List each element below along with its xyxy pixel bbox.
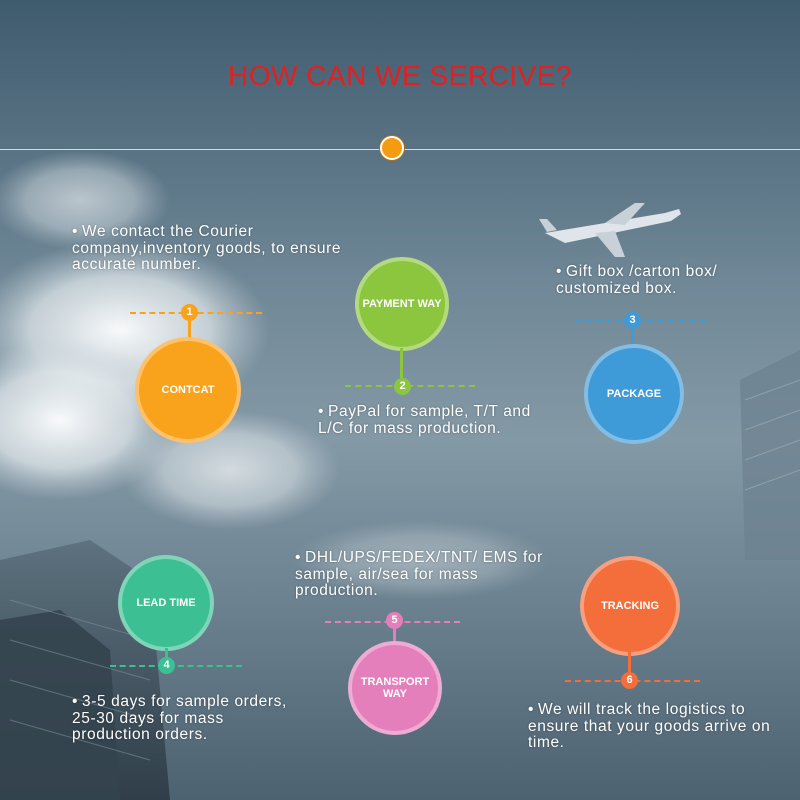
step-4-label: LEAD TIME bbox=[136, 596, 196, 609]
step-3-description: •Gift box /carton box/ customized box. bbox=[556, 263, 718, 297]
step-3-circle: PACKAGE bbox=[584, 344, 684, 444]
step-1-label: CONTCAT bbox=[161, 383, 215, 396]
step-2-number: 2 bbox=[394, 378, 411, 395]
step-6-label: TRACKING bbox=[600, 599, 660, 612]
bullet-icon: • bbox=[556, 263, 563, 280]
page-title: HOW CAN WE SERCIVE? bbox=[228, 60, 572, 91]
step-1-circle: CONTCAT bbox=[135, 337, 241, 443]
step-6-description: •We will track the logistics to ensure t… bbox=[528, 701, 771, 752]
step-2-label: PAYMENT WAY bbox=[362, 297, 442, 310]
step-3-connector bbox=[631, 328, 634, 350]
step-6-number: 6 bbox=[621, 672, 638, 689]
step-2-description: •PayPal for sample, T/T and L/C for mass… bbox=[318, 403, 531, 437]
step-5-number: 5 bbox=[386, 612, 403, 629]
step-5-description: •DHL/UPS/FEDEX/TNT/ EMS for sample, air/… bbox=[295, 549, 543, 600]
step-4-circle: LEAD TIME bbox=[118, 555, 214, 651]
step-4-connector bbox=[165, 648, 168, 658]
bullet-icon: • bbox=[318, 403, 325, 420]
bullet-icon: • bbox=[72, 223, 79, 240]
step-5-connector bbox=[393, 629, 396, 647]
step-6-connector bbox=[628, 652, 631, 672]
step-2-circle: PAYMENT WAY bbox=[355, 257, 449, 351]
step-3-number: 3 bbox=[624, 312, 641, 329]
airplane-icon bbox=[539, 203, 681, 257]
step-4-dashed-line bbox=[110, 665, 242, 667]
step-1-number: 1 bbox=[181, 304, 198, 321]
bullet-icon: • bbox=[528, 701, 535, 718]
step-5-circle: TRANSPORT WAY bbox=[348, 641, 442, 735]
step-4-description: •3-5 days for sample orders, 25-30 days … bbox=[72, 693, 287, 744]
step-1-connector bbox=[188, 320, 191, 342]
divider-dot bbox=[380, 136, 404, 160]
step-1-description: •We contact the Courier company,inventor… bbox=[72, 223, 342, 274]
bullet-icon: • bbox=[295, 549, 302, 566]
building-right bbox=[740, 350, 800, 560]
step-2-connector bbox=[400, 348, 403, 378]
step-3-label: PACKAGE bbox=[606, 387, 662, 400]
step-4-number: 4 bbox=[158, 657, 175, 674]
step-5-label: TRANSPORT WAY bbox=[360, 675, 430, 700]
bullet-icon: • bbox=[72, 693, 79, 710]
step-6-circle: TRACKING bbox=[580, 556, 680, 656]
cloud-shape bbox=[0, 150, 550, 600]
